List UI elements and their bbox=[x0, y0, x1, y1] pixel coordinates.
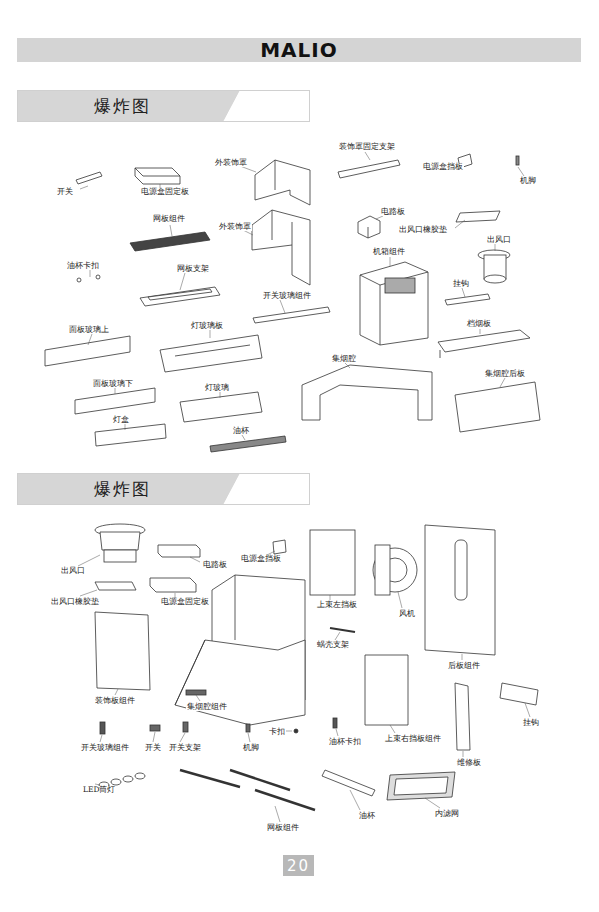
part-label: 挂钩 bbox=[452, 280, 470, 288]
parts-bottom bbox=[95, 524, 538, 810]
part-label: 外装饰罩 bbox=[218, 223, 252, 231]
part-label: 油杯卡扣 bbox=[328, 738, 362, 746]
part-label: 灯玻璃 bbox=[204, 384, 230, 392]
part-label: 网板组件 bbox=[152, 215, 186, 223]
part-label: 蜗壳支架 bbox=[316, 641, 350, 649]
part-label: 挂钩 bbox=[522, 719, 540, 727]
part-label: 出风口橡胶垫 bbox=[50, 598, 100, 606]
part-label: 机脚 bbox=[519, 177, 537, 185]
part-label: 出风口橡胶垫 bbox=[398, 226, 448, 234]
part-label: 装饰罩固定支架 bbox=[338, 143, 396, 151]
part-label: 内滤网 bbox=[434, 810, 460, 818]
part-label: 电源盒固定板 bbox=[160, 598, 210, 606]
part-label: 灯玻璃板 bbox=[190, 322, 224, 330]
logo-bar-text: MALIO bbox=[260, 38, 338, 62]
part-label: 机箱组件 bbox=[372, 248, 406, 256]
section-header-text: 爆炸图 bbox=[94, 478, 151, 501]
part-label: 电源盒挡板 bbox=[422, 163, 464, 171]
part-label: 油杯 bbox=[232, 427, 250, 435]
part-label: 面板玻璃上 bbox=[68, 326, 110, 334]
part-label: 油杯 bbox=[358, 812, 376, 820]
part-label: 卡扣 bbox=[268, 728, 286, 736]
part-label: 集烟腔 bbox=[331, 355, 357, 363]
part-label: 开关 bbox=[56, 188, 74, 196]
part-label: 出风口 bbox=[486, 236, 512, 244]
part-label: 风机 bbox=[398, 610, 416, 618]
part-label: 开关 bbox=[144, 744, 162, 752]
part-label: 装饰板组件 bbox=[94, 697, 136, 705]
part-label: 维修板 bbox=[456, 759, 482, 767]
section-header: 爆炸图 bbox=[17, 90, 310, 122]
logo-bar: MALIO bbox=[17, 38, 581, 62]
part-label: 电路板 bbox=[202, 561, 228, 569]
part-label: 出风口 bbox=[60, 567, 86, 575]
part-label: 后板组件 bbox=[447, 662, 481, 670]
part-label: 电路板 bbox=[380, 208, 406, 216]
part-label: 开关玻璃组件 bbox=[80, 744, 130, 752]
part-label: LED筒灯 bbox=[82, 786, 116, 794]
part-label: 面板玻璃下 bbox=[92, 380, 134, 388]
part-label: 网板组件 bbox=[266, 824, 300, 832]
part-label: 档烟板 bbox=[466, 320, 492, 328]
section-header: 爆炸图 bbox=[17, 473, 310, 505]
part-label: 网板支架 bbox=[176, 265, 210, 273]
part-label: 电源盒挡板 bbox=[240, 555, 282, 563]
part-label: 电源盒固定板 bbox=[140, 188, 190, 196]
part-label: 灯盒 bbox=[112, 416, 130, 424]
part-label: 集烟腔后板 bbox=[484, 370, 526, 378]
part-label: 上束右挡板组件 bbox=[384, 735, 442, 743]
part-label: 集烟腔组件 bbox=[186, 703, 228, 711]
page-number-text: 20 bbox=[287, 857, 310, 875]
part-label: 上束左挡板 bbox=[316, 601, 358, 609]
part-label: 油杯卡扣 bbox=[66, 262, 100, 270]
part-label: 机脚 bbox=[242, 744, 260, 752]
section-header-text: 爆炸图 bbox=[94, 95, 151, 118]
part-label: 开关玻璃组件 bbox=[262, 292, 312, 300]
page-number: 20 bbox=[283, 855, 314, 876]
part-label: 开关支架 bbox=[168, 744, 202, 752]
part-label: 外装饰罩 bbox=[214, 159, 248, 167]
parts-top bbox=[45, 154, 540, 452]
